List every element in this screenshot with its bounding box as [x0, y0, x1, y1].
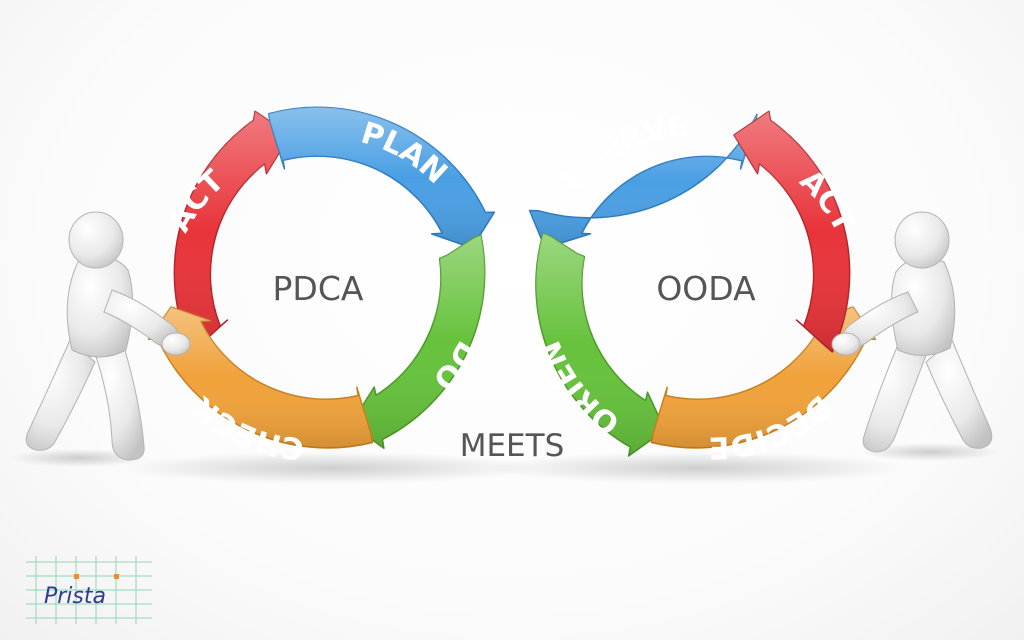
ooda-orient-segment [535, 232, 666, 457]
pdca-do-segment [350, 234, 486, 450]
logo-grid [26, 556, 152, 624]
ooda-act-segment [733, 110, 851, 353]
pdca-act-segment [173, 110, 291, 353]
logo-accent-square [114, 574, 119, 579]
ooda-center-label: OODA [656, 269, 756, 308]
pdca-check-segment [147, 306, 374, 449]
logo-text: Prista [44, 584, 106, 609]
logo-accent-square [74, 574, 79, 579]
right-person-figure [831, 211, 993, 453]
ooda-observe-segment [528, 113, 758, 249]
ooda-decide-segment [650, 306, 877, 449]
pdca-cycle: ACT PLAN DO CHECK PDCA [147, 106, 496, 466]
pdca-center-label: PDCA [273, 269, 364, 308]
prista-logo: Prista [26, 556, 152, 624]
pdca-plan-segment [267, 106, 496, 249]
left-person-figure [25, 211, 191, 461]
meets-label: MEETS [460, 428, 565, 464]
